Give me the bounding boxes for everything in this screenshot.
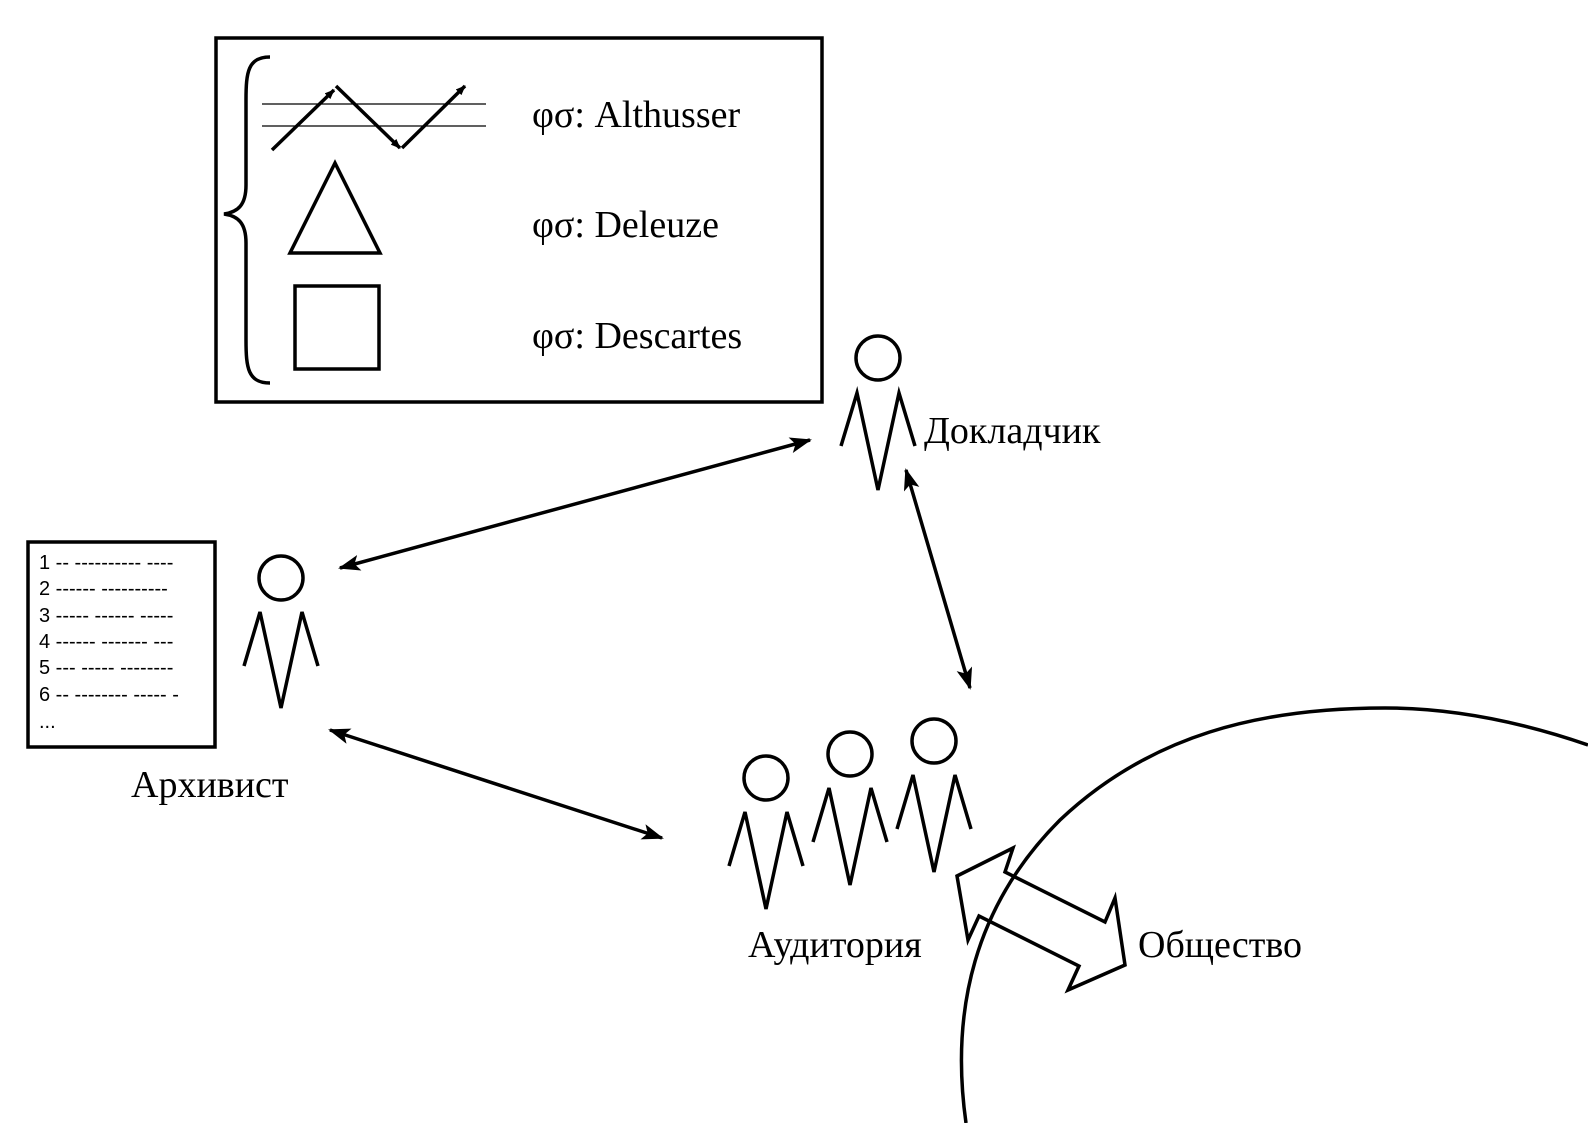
audience-label: Аудитория — [748, 924, 922, 966]
arrow-speaker-audience — [903, 468, 973, 690]
society-label: Общество — [1138, 924, 1302, 966]
archive-document-frame — [26, 540, 217, 749]
archive-line-6: 6 -- -------- ----- - — [39, 684, 179, 706]
legend-label-descartes: φσ: Descartes — [532, 315, 742, 357]
speaker-person-icon — [839, 334, 917, 491]
arrow-archivist-audience — [328, 728, 664, 840]
arrow-archivist-speaker — [338, 437, 812, 571]
triangle-icon — [287, 159, 383, 255]
curly-brace-icon — [223, 55, 271, 385]
archivist-person-icon — [242, 554, 320, 709]
legend-box: φσ: Althusser φσ: Deleuze φσ: Descartes — [214, 36, 824, 404]
legend-frame — [214, 36, 824, 404]
society-circle — [959, 706, 1588, 1123]
archivist-label: Архивист — [131, 764, 289, 806]
archive-line-ellipsis: ... — [39, 711, 56, 733]
legend-label-deleuze: φσ: Deleuze — [532, 204, 719, 246]
zigzag-arrow-icon — [262, 84, 486, 152]
legend-label-althusser: φσ: Althusser — [532, 94, 740, 136]
archive-line-3: 3 ----- ------ ----- — [39, 605, 173, 627]
speaker-label: Докладчик — [924, 410, 1101, 452]
audience-person-icon — [895, 717, 973, 873]
audience-person-icon — [811, 730, 889, 886]
double-block-arrow-icon — [955, 844, 1127, 994]
archive-line-1: 1 -- ---------- ---- — [39, 552, 173, 574]
square-icon — [293, 284, 381, 371]
audience-person-icon — [727, 754, 805, 910]
archive-line-4: 4 ------ ------- --- — [39, 631, 173, 653]
archive-line-2: 2 ------ ---------- — [39, 578, 168, 600]
archive-line-5: 5 --- ----- -------- — [39, 657, 173, 679]
archive-document: 1 -- ---------- ---- 2 ------ ----------… — [26, 540, 217, 749]
audience-group-icon — [727, 717, 973, 910]
